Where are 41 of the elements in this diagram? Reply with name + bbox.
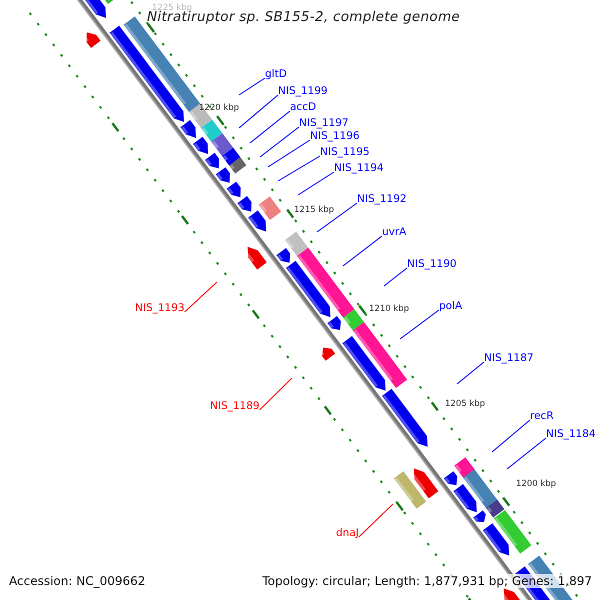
accession-text: Accession: NC_009662	[9, 574, 146, 588]
leader-line	[400, 310, 440, 340]
gene-label: NIS_1190	[407, 258, 457, 270]
leader-line	[492, 420, 530, 452]
leader-line	[238, 78, 266, 96]
gene-label: NIS_1199	[278, 85, 328, 97]
leader-line	[456, 362, 484, 384]
gene-label: NIS_1194	[334, 162, 384, 174]
leader-line	[358, 504, 394, 538]
leader-line	[506, 438, 546, 470]
gene-label: accD	[290, 101, 316, 113]
gene-label: recR	[530, 410, 554, 422]
leader-line	[238, 94, 278, 128]
scale-label: 1205 kbp	[445, 399, 486, 409]
gene-label: dnaJ	[336, 527, 359, 539]
gene-label: NIS_1195	[320, 146, 370, 158]
leader-line	[260, 126, 300, 158]
leader-line	[384, 268, 408, 286]
leader-line	[184, 282, 218, 312]
leader-line	[316, 202, 358, 232]
gene-label: NIS_1189	[210, 400, 260, 412]
scale-label: 1210 kbp	[369, 304, 410, 314]
leader-line	[250, 110, 290, 144]
gene-label: NIS_1197	[299, 117, 349, 129]
gene-label: gltD	[265, 68, 287, 80]
map-title: Nitratiruptor sp. SB155-2, complete genome	[147, 9, 460, 25]
leader-line	[259, 378, 292, 410]
gene-label: polA	[439, 300, 462, 312]
gene-label: NIS_1184	[546, 428, 596, 440]
gene-label: NIS_1196	[310, 130, 360, 142]
scale-label: 1200 kbp	[516, 479, 556, 489]
leader-line	[278, 156, 320, 182]
scale-label: 1220 kbp	[199, 103, 240, 113]
gene-label: NIS_1187	[484, 352, 534, 364]
leader-line	[268, 140, 310, 168]
gene-label: uvrA	[382, 226, 406, 238]
leader-line	[298, 172, 334, 196]
gene-label: NIS_1192	[357, 193, 407, 205]
leader-line	[342, 236, 382, 266]
scale-label: 1215 kbp	[294, 205, 334, 215]
gene-label: NIS_1193	[135, 302, 185, 314]
